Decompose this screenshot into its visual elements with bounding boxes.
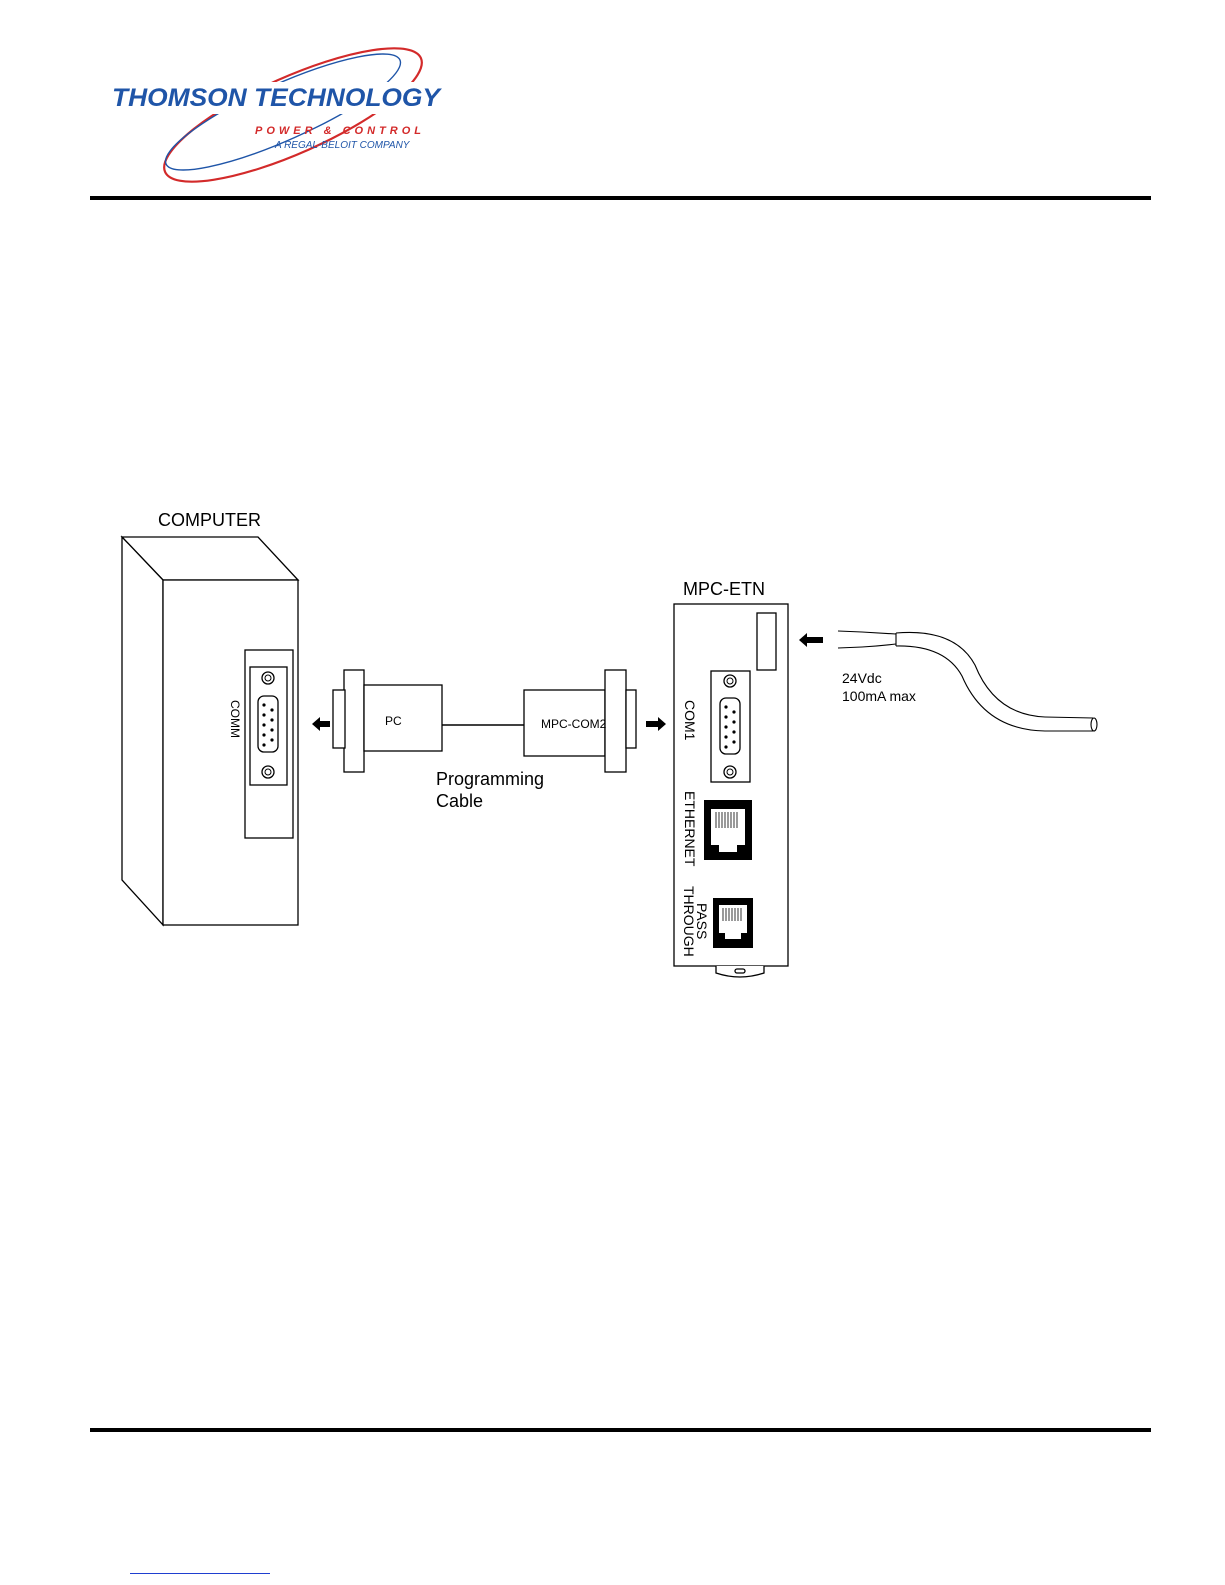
cable-label-line2: Cable: [436, 791, 483, 811]
footer-link-underline: [130, 1573, 270, 1574]
ethernet-label: ETHERNET: [682, 791, 698, 867]
cable-label-line1: Programming: [436, 769, 544, 789]
pc-connector: PC: [333, 670, 442, 772]
power-current-label: 100mA max: [842, 688, 916, 704]
pc-connector-label: PC: [385, 714, 402, 728]
computer-label: COMPUTER: [158, 510, 261, 530]
comm-label: COMM: [228, 700, 242, 738]
com1-label: COM1: [682, 700, 698, 741]
arrow-to-computer: [312, 717, 330, 731]
power-terminal: [757, 613, 776, 670]
arrow-power-in: [799, 633, 823, 647]
com1-port: [711, 671, 750, 782]
pass-through-port: [713, 898, 753, 948]
power-voltage-label: 24Vdc: [842, 670, 882, 686]
mpc-com2-connector: MPC-COM2: [524, 670, 636, 772]
device-label: MPC-ETN: [683, 579, 765, 599]
through-label: THROUGH: [681, 886, 697, 957]
ethernet-port: [704, 800, 752, 860]
footer-rule: [90, 1428, 1151, 1432]
arrow-to-device: [646, 717, 666, 731]
mpc-connector-label: MPC-COM2: [541, 717, 607, 731]
